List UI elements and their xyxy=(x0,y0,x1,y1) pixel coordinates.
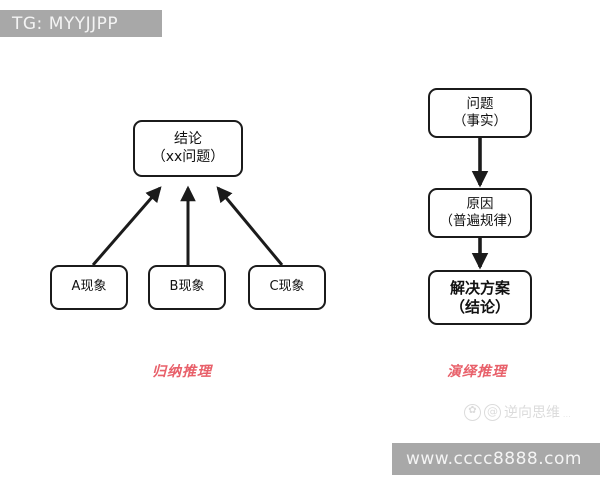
at-sign-icon: @ xyxy=(484,403,501,421)
node-evidence-c-label: C现象 xyxy=(269,279,305,295)
arrow-a-to-conclusion xyxy=(91,186,162,266)
node-problem: 问题 （事实） xyxy=(428,88,532,138)
watermark-top-left: TG: MYYJJPP xyxy=(0,10,162,37)
node-evidence-b: B现象 xyxy=(148,265,226,310)
watermark-bottom-right: www.cccc8888.com xyxy=(392,443,600,475)
watermark-center-logo: ✿ @ 逆向思维 ··· xyxy=(464,401,571,423)
node-conclusion-line1: 结论 xyxy=(174,131,202,147)
caption-deductive-reasoning: 演绎推理 xyxy=(447,364,507,380)
node-solution-line1: 解决方案 xyxy=(449,278,510,297)
node-solution-line2: （结论） xyxy=(449,297,510,316)
node-evidence-c: C现象 xyxy=(248,265,326,310)
node-evidence-a-label: A现象 xyxy=(71,279,107,295)
watermark-account-name: 逆向思维 xyxy=(504,405,560,421)
caption-inductive-reasoning: 归纳推理 xyxy=(152,364,212,380)
node-solution: 解决方案 （结论） xyxy=(428,270,532,325)
arrow-c-to-conclusion xyxy=(216,186,284,266)
node-conclusion: 结论 （xx问题） xyxy=(133,120,243,177)
watermark-tail-text: ··· xyxy=(563,413,572,421)
node-cause-line1: 原因 xyxy=(466,196,494,213)
node-evidence-b-label: B现象 xyxy=(169,279,205,295)
node-cause-line2: （普遍规律） xyxy=(439,213,521,229)
node-problem-line2: （事实） xyxy=(453,113,507,129)
flower-logo-icon: ✿ xyxy=(464,403,481,421)
node-evidence-a: A现象 xyxy=(50,265,128,310)
node-cause: 原因 （普遍规律） xyxy=(428,188,532,238)
node-problem-line1: 问题 xyxy=(466,96,494,113)
node-conclusion-line2: （xx问题） xyxy=(151,148,225,165)
